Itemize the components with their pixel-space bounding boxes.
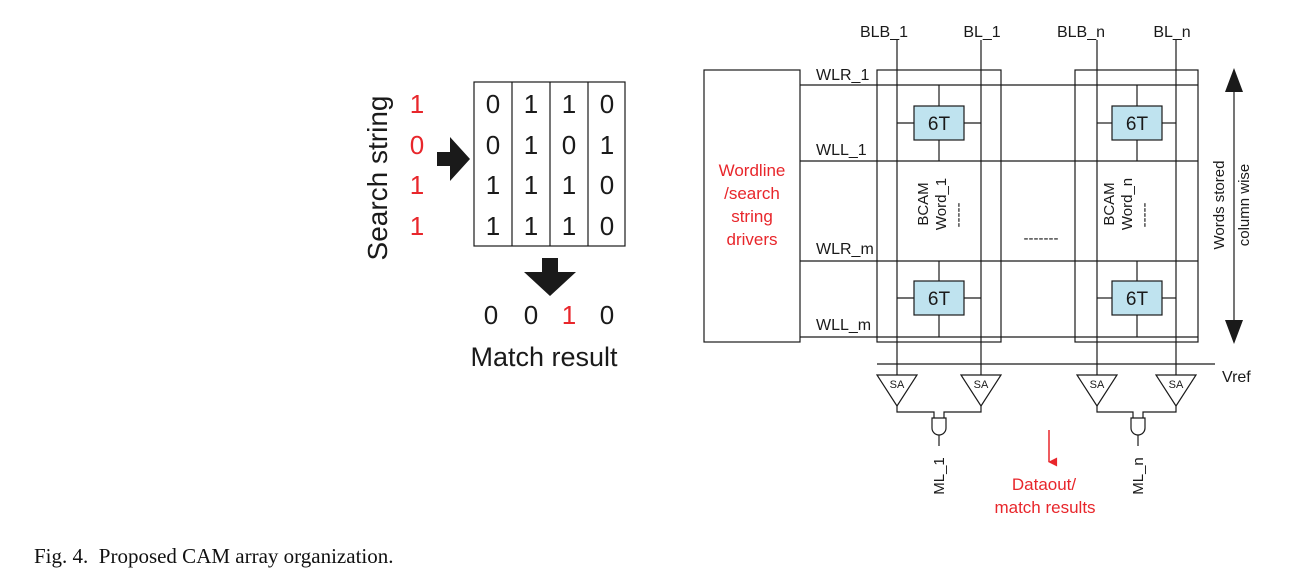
- cell-label: 6T: [1126, 289, 1149, 310]
- word-label: Word_1: [933, 178, 950, 230]
- sa-label: SA: [890, 379, 905, 391]
- and-gate: [1130, 417, 1146, 436]
- words-stored-label: Words stored: [1211, 161, 1228, 250]
- match-values: 0 0 1 0: [484, 300, 614, 330]
- sense-amplifier: [875, 374, 919, 408]
- matrix-cell: 1: [562, 89, 576, 119]
- driver-block: [703, 69, 801, 343]
- sa-label: SA: [1090, 379, 1105, 391]
- and-gate: [931, 417, 947, 436]
- search-bit: 1: [410, 170, 424, 200]
- sram-cell: [1111, 280, 1163, 316]
- sram-cell: [913, 105, 965, 141]
- cam-schematic: [703, 40, 1243, 467]
- sense-amplifier: [959, 374, 1003, 408]
- caption-text: Proposed CAM array organization.: [98, 544, 394, 568]
- cell-label: 6T: [928, 114, 951, 135]
- sense-amplifier: [1154, 374, 1198, 408]
- bitline-label: BL_1: [963, 24, 1000, 41]
- middle-dashes: -------: [1024, 230, 1059, 247]
- cell-label: 6T: [1126, 114, 1149, 135]
- sense-amplifier: [1075, 374, 1119, 408]
- matrix-cell: 0: [600, 89, 614, 119]
- matrix-cell: 0: [600, 211, 614, 241]
- driver-label-line: drivers: [726, 230, 777, 249]
- driver-label-line: string: [731, 207, 773, 226]
- matrix-cell: 1: [600, 130, 614, 160]
- wordline-label: WLL_m: [816, 317, 871, 334]
- bit-matrix: 0 1 1 0 0 1 0 1 1 1 1 0 1 1 1 0: [473, 81, 626, 247]
- matrix-cell: 0: [600, 170, 614, 200]
- matrix-cell: 1: [524, 170, 538, 200]
- match-result-label: Match result: [470, 342, 618, 372]
- matrix-cell: 1: [524, 211, 538, 241]
- match-value: 0: [524, 300, 538, 330]
- vref-label: Vref: [1222, 369, 1251, 386]
- sa-label: SA: [974, 379, 989, 391]
- matrix-cell: 1: [562, 211, 576, 241]
- bitline-label: BLB_1: [860, 24, 908, 41]
- words-stored-label: column wise: [1236, 164, 1253, 247]
- matrix-cell: 1: [562, 170, 576, 200]
- wordline-label: WLR_m: [816, 241, 874, 258]
- sram-cell: [1111, 105, 1163, 141]
- arrow-down-icon: [524, 258, 576, 296]
- word-dashes: -----: [950, 203, 967, 228]
- search-bit: 0: [410, 130, 424, 160]
- matrix-cell: 1: [524, 130, 538, 160]
- match-value: 0: [484, 300, 498, 330]
- search-bits: 1 0 1 1: [410, 89, 424, 241]
- match-value: 0: [600, 300, 614, 330]
- driver-label-line: Wordline: [719, 161, 786, 180]
- bitline-label: BLB_n: [1057, 24, 1105, 41]
- matrix-cell: 0: [486, 89, 500, 119]
- column-block-n: [1074, 69, 1199, 343]
- figure-caption: Fig. 4. Proposed CAM array organization.: [34, 544, 393, 569]
- wordline-label: WLR_1: [816, 67, 869, 84]
- driver-label-line: /search: [724, 184, 780, 203]
- dataout-label: Dataout/: [1012, 475, 1077, 494]
- matrix-cell: 1: [524, 89, 538, 119]
- schematic-labels: BLB_1 BL_1 BLB_n BL_n WLR_1 WLL_1 WLR_m …: [719, 24, 1253, 517]
- wordline-label: WLL_1: [816, 142, 867, 159]
- cell-label: 6T: [928, 289, 951, 310]
- search-bit: 1: [410, 89, 424, 119]
- dataout-label: match results: [994, 498, 1095, 517]
- column-block-1: [876, 69, 1002, 343]
- matrix-cell: 1: [486, 211, 500, 241]
- bitline-label: BL_n: [1153, 24, 1190, 41]
- caption-figure-number: Fig. 4.: [34, 544, 89, 568]
- search-example: Search string 1 0 1 1 0 1 1 0 0 1 0: [362, 81, 626, 372]
- driver-label: Wordline /search string drivers: [719, 161, 786, 249]
- search-bit: 1: [410, 211, 424, 241]
- word-dashes: -----: [1136, 203, 1153, 228]
- search-string-label: Search string: [362, 96, 393, 261]
- matrix-cell: 1: [486, 170, 500, 200]
- bcam-label: BCAM: [1101, 182, 1118, 225]
- word-label: Word_n: [1119, 178, 1136, 230]
- ml-label: ML_1: [931, 457, 948, 495]
- sram-cell: [913, 280, 965, 316]
- matrix-cell: 0: [486, 130, 500, 160]
- ml-label: ML_n: [1130, 457, 1147, 495]
- matrix-cell: 0: [562, 130, 576, 160]
- bcam-label: BCAM: [915, 182, 932, 225]
- arrow-right-icon: [437, 137, 470, 181]
- match-value-highlight: 1: [562, 300, 576, 330]
- sa-label: SA: [1169, 379, 1184, 391]
